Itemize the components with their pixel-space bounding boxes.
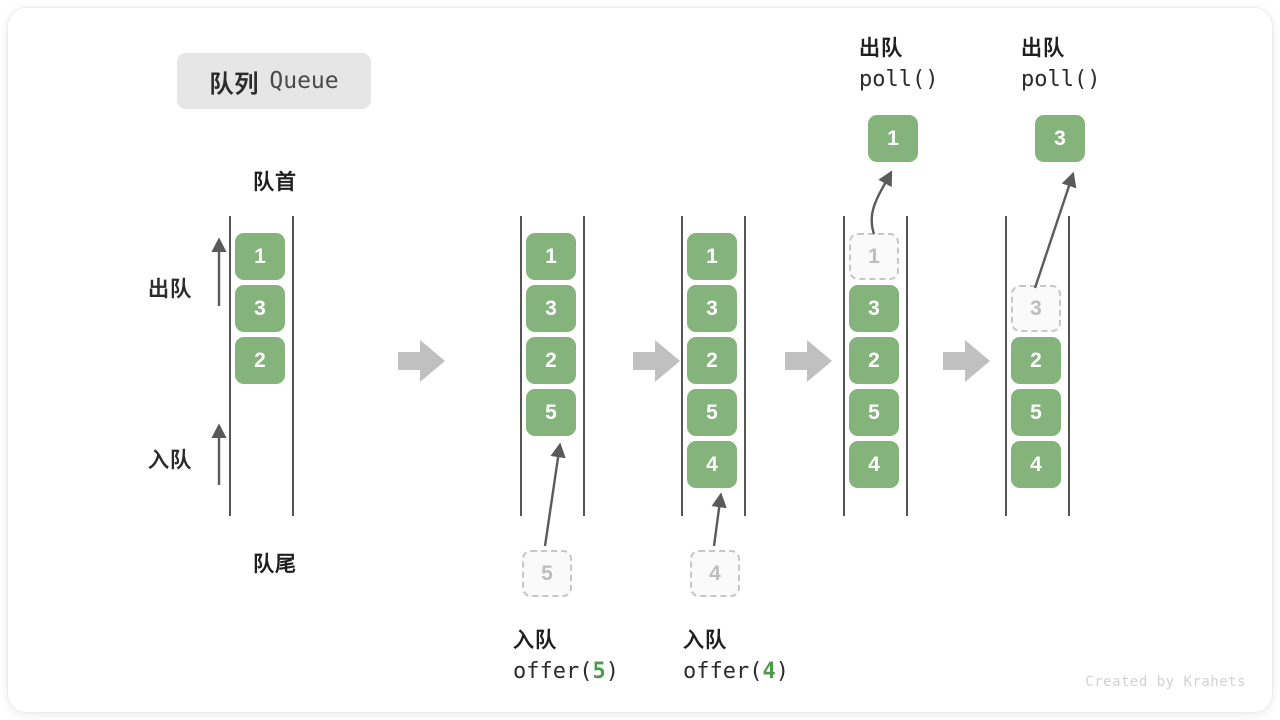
dequeue-motion-arrow-1 [870,170,893,235]
separator-arrow-icon-1 [398,340,445,382]
dequeue-direction-label: 出队 [148,278,192,301]
queue-tail-label: 队尾 [253,553,297,576]
queue-cell: 3 [526,285,576,332]
title-english: Queue [269,68,339,94]
queue-rail-right [744,216,746,516]
op-label-offer-5-fn: offer(5) [513,659,619,684]
diagram-card: 队列 Queue 队首 队尾 出队 入队 出队 poll() 出队 poll()… [8,8,1272,712]
op-label-offer-5: 入队 offer(5) [513,626,619,688]
queue-rail-right [583,216,585,516]
op-label-poll-1: 出队 poll() [859,34,938,96]
op-label-poll-2-cn: 出队 [1021,37,1065,60]
op-label-offer-4-fn: offer(4) [683,659,789,684]
queue-cell: 2 [849,337,899,384]
diagram-vectors [211,170,1077,547]
separator-arrow-icon-3 [785,340,832,382]
queue-cell: 5 [687,389,737,436]
separator-arrow-icon-2 [633,340,680,382]
op-label-offer-4-cn: 入队 [683,629,727,652]
op-label-poll-1-cn: 出队 [859,37,903,60]
queue-rail-left [681,216,683,516]
dequeue-motion-arrow-3 [1033,171,1077,289]
queue-rail-right [906,216,908,516]
page-title: 队列 Queue [177,53,371,109]
incoming-cell-5: 5 [522,550,572,597]
op-label-poll-1-fn: poll() [859,67,939,92]
enqueue-direction-label: 入队 [148,449,192,472]
queue-cell: 1 [687,233,737,280]
queue-rail-left [520,216,522,516]
queue-cell: 4 [1011,441,1061,488]
queue-rail-right [292,216,294,516]
queue-ghost-cell: 3 [1011,285,1061,332]
queue-rail-left [843,216,845,516]
op-label-poll-2-fn: poll() [1021,67,1101,92]
queue-cell: 3 [687,285,737,332]
queue-cell: 5 [849,389,899,436]
queue-cell: 2 [526,337,576,384]
queue-cell: 1 [235,233,285,280]
separator-arrow-icon-4 [943,340,990,382]
queue-cell: 2 [235,337,285,384]
queue-rail-left [1005,216,1007,516]
queue-head-label: 队首 [253,171,297,194]
popped-cell-1: 1 [868,115,918,162]
popped-cell-3: 3 [1035,115,1085,162]
title-chinese: 队列 [209,70,260,98]
enqueue-motion-arrow-5 [543,442,566,547]
queue-cell: 5 [526,389,576,436]
queue-cell: 3 [849,285,899,332]
queue-ghost-cell: 1 [849,233,899,280]
queue-cell: 2 [687,337,737,384]
op-label-offer-4: 入队 offer(4) [683,626,789,688]
queue-cell: 5 [1011,389,1061,436]
queue-cell: 4 [687,441,737,488]
watermark: Created by Krahets [1085,674,1246,690]
queue-cell: 4 [849,441,899,488]
queue-cell: 3 [235,285,285,332]
incoming-cell-4: 4 [690,550,740,597]
queue-rail-right [1068,216,1070,516]
op-label-offer-5-cn: 入队 [513,629,557,652]
queue-rail-left [229,216,231,516]
op-label-poll-2: 出队 poll() [1021,34,1100,96]
queue-cell: 2 [1011,337,1061,384]
queue-cell: 1 [526,233,576,280]
enqueue-motion-arrow-4 [711,492,727,547]
